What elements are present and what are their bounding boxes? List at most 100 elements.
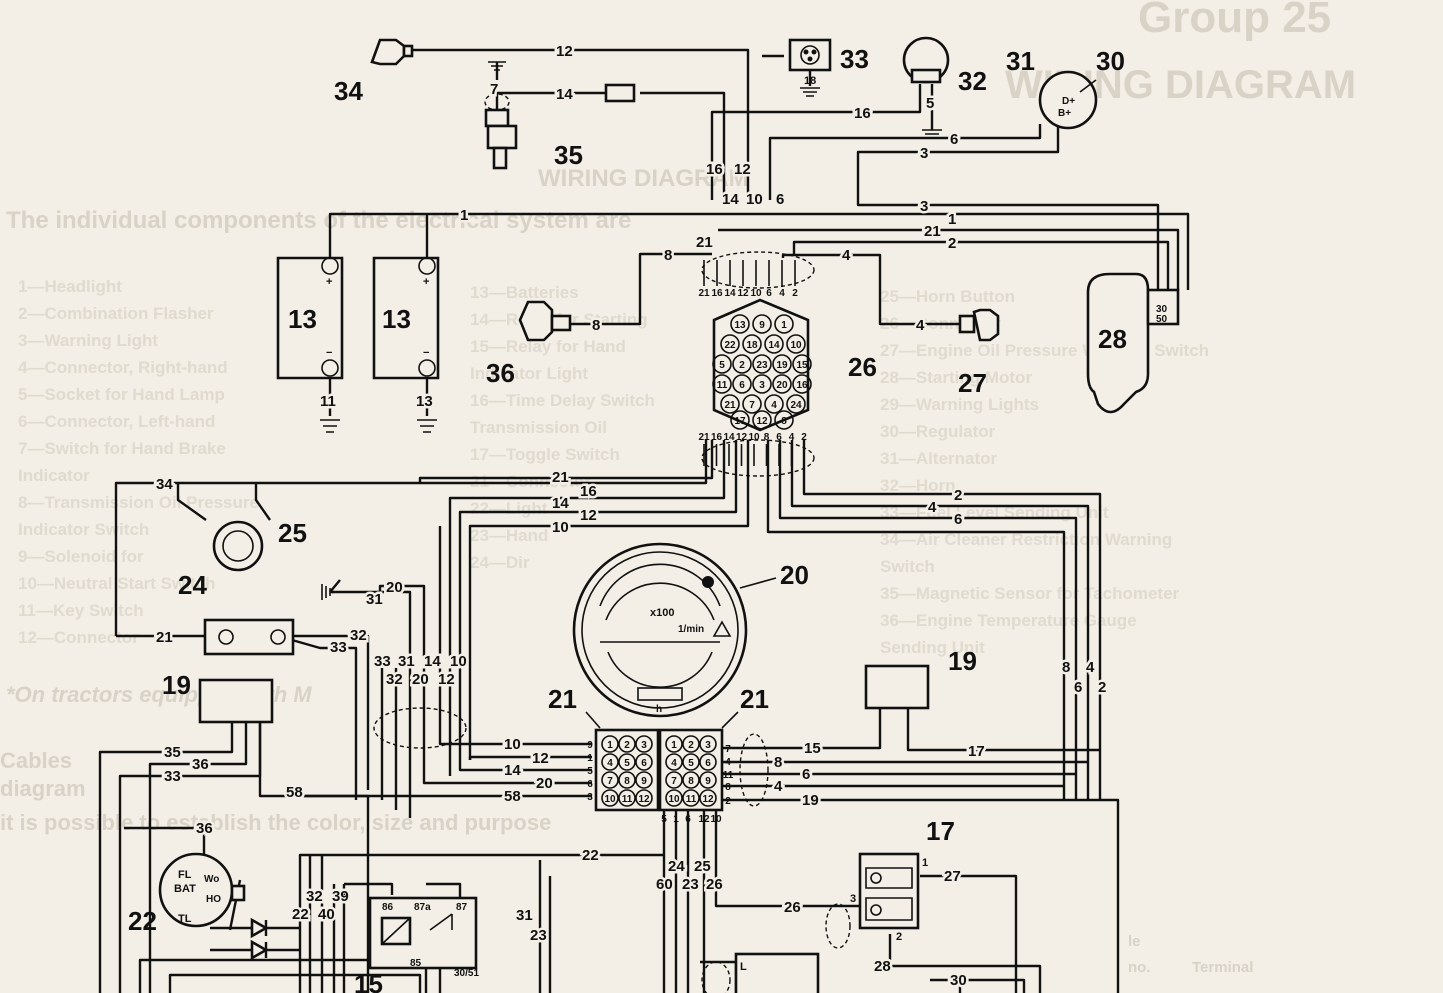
ign-terminal-wo: Wo <box>204 874 219 885</box>
connector-pin-label: 5 <box>688 758 694 769</box>
pin-label: 4 <box>725 757 731 768</box>
wire-label: 39 <box>332 888 349 905</box>
wire-label: 25 <box>694 858 711 875</box>
legend-item: 8—Transmission Oil Pressure <box>18 493 259 512</box>
connector-pin <box>699 753 717 771</box>
battery-right: + − 13 <box>372 256 440 433</box>
wire-27 <box>920 874 1018 993</box>
legend-item: 11—Key Switch <box>18 601 144 620</box>
wire-21-mid <box>418 440 714 483</box>
wire-label: 31 <box>516 907 533 924</box>
wire-label: 32 <box>350 627 367 644</box>
battery-plus: + <box>423 276 429 288</box>
battery-left: + − 13 <box>276 256 344 433</box>
wire-label: 4 <box>928 499 937 516</box>
relay-terminal-87a: 87a <box>414 902 431 913</box>
connector-pin-label: 3 <box>705 740 711 751</box>
legend-item: 4—Connector, Right-hand <box>18 358 228 377</box>
wire-36-top <box>148 720 248 993</box>
legend-item: 9—Solenoid for <box>18 547 144 566</box>
connector-pin-label: 12 <box>702 794 714 805</box>
relay-terminal-86: 86 <box>382 902 394 913</box>
connector-pin-label: 9 <box>705 776 711 787</box>
wire-4-top <box>781 253 960 326</box>
wire-label: 16 <box>580 483 597 500</box>
legend-item: 32—Horn <box>880 476 956 495</box>
label-13a: 13 <box>288 304 317 334</box>
connector-pin-label: 4 <box>771 400 777 411</box>
connector-pin <box>792 354 812 374</box>
legend-item: 35—Magnetic Sensor for Tachometer <box>880 584 1180 603</box>
wire-20-conn <box>422 780 592 785</box>
pin-label: 8 <box>764 432 770 443</box>
wire-label: 58 <box>504 788 521 805</box>
instrument-cluster: x100 1/min h 20 <box>572 542 809 718</box>
legend-item: 17—Toggle Switch <box>470 445 620 464</box>
wire-label: 2 <box>954 487 962 504</box>
label-35: 35 <box>554 140 583 170</box>
fuel-sending-unit: 18 33 <box>788 38 869 97</box>
bundle-17 <box>825 903 851 949</box>
air-cleaner-switch: 34 <box>334 38 414 106</box>
pin-label: 2 <box>725 796 731 807</box>
legend-item: 7—Switch for Hand Brake <box>18 439 226 458</box>
wire-label: 22 <box>292 906 309 923</box>
wire-label: 8 <box>774 754 782 771</box>
connector-pin <box>635 771 653 789</box>
relay-terminal-3051: 30/51 <box>454 968 479 979</box>
wire-label: 14 <box>722 191 739 208</box>
wire-label: 21 <box>924 223 941 240</box>
wire-17 <box>906 706 1100 752</box>
connector-pin <box>699 771 717 789</box>
pin-label: 6 <box>587 779 593 790</box>
note-line-3: it is possible to establish the color, s… <box>0 810 551 835</box>
wire-label: 10 <box>504 736 521 753</box>
connector-pin <box>772 354 792 374</box>
connector-pin <box>665 789 683 807</box>
wire-horn-a <box>176 483 207 521</box>
legend-item: 3—Warning Light <box>18 331 158 350</box>
wire-label: 28 <box>874 958 891 975</box>
lamp-box: L <box>734 952 820 993</box>
wire-12-mid <box>468 440 750 760</box>
wire-label: 22 <box>582 847 599 864</box>
legend-item: 30—Regulator <box>880 422 996 441</box>
page-subheading: WIRING DIAGRAM <box>538 165 749 192</box>
wire-label: 13 <box>416 393 433 410</box>
connector-pin-label: 9 <box>759 320 765 331</box>
wire-20 <box>378 584 426 780</box>
legend-item: 22—Light <box>470 499 548 518</box>
wire-2-right <box>802 440 1102 800</box>
wire-6-right <box>778 440 1078 800</box>
wire-label: 32 <box>386 671 403 688</box>
gauge-center: x100 <box>650 607 674 619</box>
label-25: 25 <box>278 518 307 548</box>
background-page-text: Group 25 WIRING DIAGRAM WIRING DIAGRAM T… <box>0 0 1356 976</box>
legend-item: Transmission Oil <box>470 418 607 437</box>
pin-label: 4 <box>779 288 785 299</box>
gauge-units: 1/min <box>678 624 704 635</box>
wire-label: 15 <box>804 740 821 757</box>
wire-label: 23 <box>682 876 699 893</box>
pin-label: 8 <box>725 782 731 793</box>
wire-bottom-loop <box>138 958 442 993</box>
label-17: 17 <box>926 816 955 846</box>
wire-label: 10 <box>552 519 569 536</box>
connector-pin-label: 2 <box>624 740 630 751</box>
connector-pin <box>720 334 740 354</box>
connector-pin <box>792 374 812 394</box>
connector-pin <box>682 771 700 789</box>
toggle-switch: 1 3 2 17 <box>850 816 955 943</box>
connector-pin <box>752 410 772 430</box>
wire-3 <box>856 118 1160 290</box>
pin-label: 12 <box>698 814 710 825</box>
connector-pin-label: 23 <box>756 360 768 371</box>
legend-item: 1—Headlight <box>18 277 122 296</box>
table-col-a: le <box>1128 933 1141 950</box>
pin-label: 10 <box>748 432 760 443</box>
connector-pin <box>732 374 752 394</box>
